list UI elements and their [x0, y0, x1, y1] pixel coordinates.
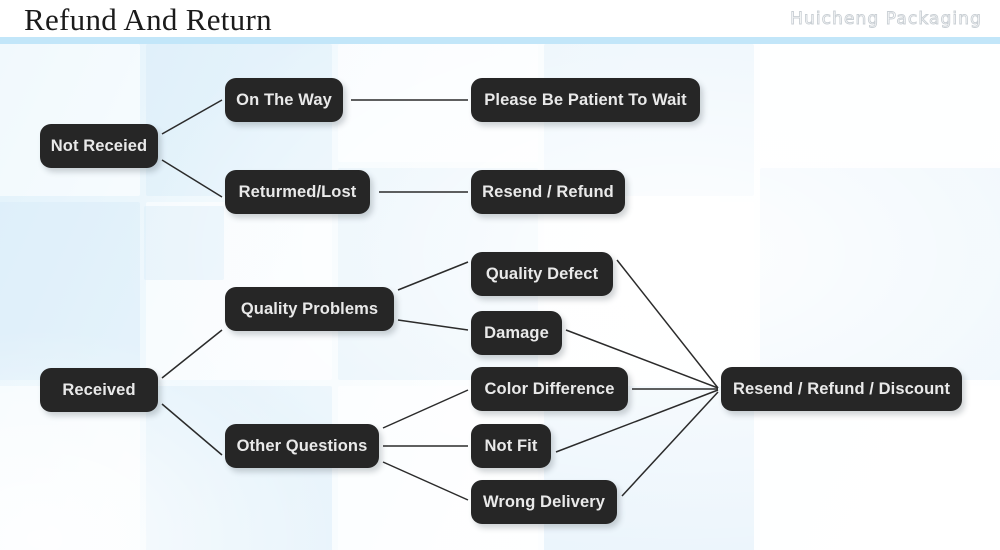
- node-label: Not Fit: [484, 436, 538, 455]
- node-label: Not Receied: [50, 136, 148, 155]
- node-wrong-delivery[interactable]: Wrong Delivery: [471, 480, 617, 524]
- node-label: Color Difference: [484, 379, 615, 398]
- node-label: Resend / Refund: [482, 182, 614, 201]
- node-not-fit[interactable]: Not Fit: [471, 424, 551, 468]
- node-on-the-way[interactable]: On The Way: [225, 78, 343, 122]
- node-label: Returmed/Lost: [238, 182, 357, 201]
- node-please-wait[interactable]: Please Be Patient To Wait: [471, 78, 700, 122]
- node-label: Resend / Refund / Discount: [732, 379, 951, 398]
- node-label: Other Questions: [236, 436, 368, 455]
- node-color-difference[interactable]: Color Difference: [471, 367, 628, 411]
- node-label: Damage: [484, 323, 549, 342]
- node-label: Received: [62, 380, 136, 399]
- header-divider-rule: [0, 37, 1000, 44]
- node-resend-refund[interactable]: Resend / Refund: [471, 170, 625, 214]
- node-damage[interactable]: Damage: [471, 311, 562, 355]
- node-returmed-lost[interactable]: Returmed/Lost: [225, 170, 370, 214]
- node-label: Wrong Delivery: [482, 492, 606, 511]
- node-not-receied[interactable]: Not Receied: [40, 124, 158, 168]
- node-label: On The Way: [236, 90, 332, 109]
- node-label: Quality Defect: [485, 264, 599, 283]
- node-label: Please Be Patient To Wait: [484, 90, 687, 109]
- brand-watermark: Huicheng Packaging: [790, 9, 982, 30]
- node-label: Quality Problems: [240, 299, 379, 318]
- node-quality-problems[interactable]: Quality Problems: [225, 287, 394, 331]
- page-title: Refund And Return: [24, 2, 272, 37]
- node-quality-defect[interactable]: Quality Defect: [471, 252, 613, 296]
- node-received[interactable]: Received: [40, 368, 158, 412]
- node-resend-refund-discount[interactable]: Resend / Refund / Discount: [721, 367, 962, 411]
- node-other-questions[interactable]: Other Questions: [225, 424, 379, 468]
